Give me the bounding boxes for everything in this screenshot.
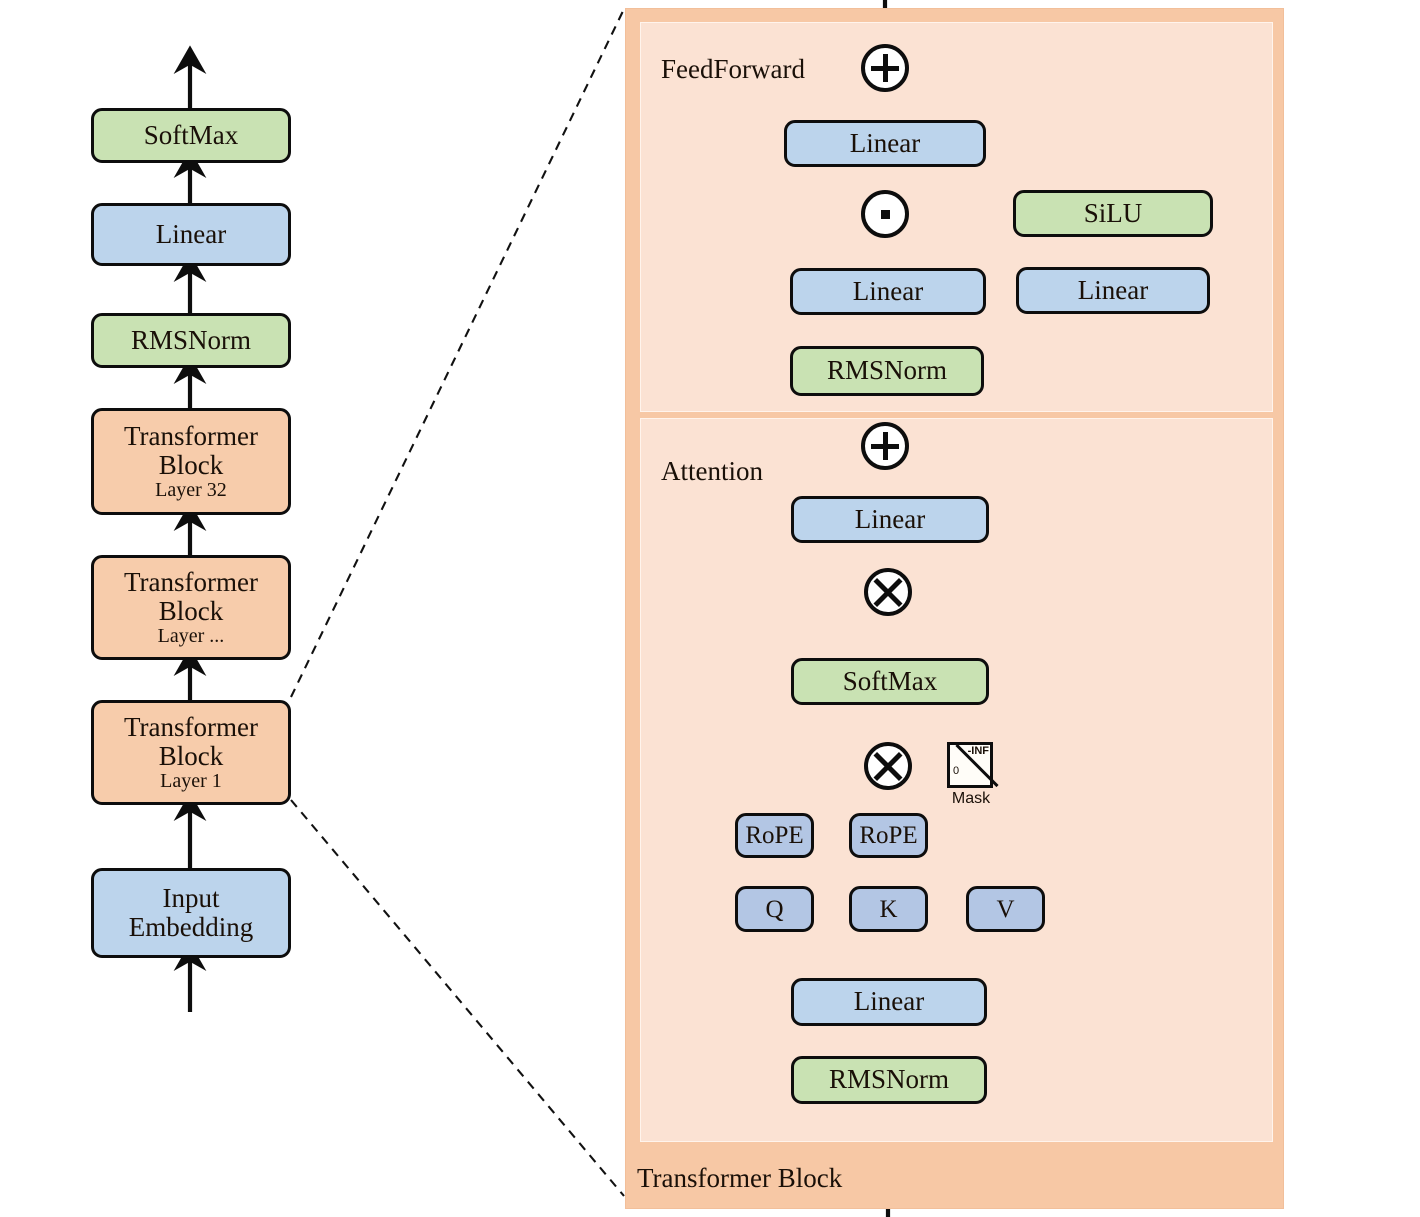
node-label: Linear (854, 503, 926, 534)
node-label: RoPE (859, 822, 918, 849)
attn-value[interactable]: V (966, 886, 1045, 932)
stack-node-input-embedding[interactable]: Input Embedding (91, 868, 291, 958)
node-label: Transformer Block (124, 566, 258, 626)
causal-mask[interactable]: -INF 0 Mask (947, 742, 999, 814)
attention-panel-label: Attention (661, 456, 763, 486)
mask-label: Mask (951, 790, 991, 807)
node-label: SoftMax (143, 119, 239, 150)
attn-rope-key[interactable]: RoPE (849, 813, 928, 858)
multiply-op-attention-scores[interactable] (864, 742, 912, 790)
node-label: Input Embedding (128, 882, 254, 942)
node-sublabel: Layer ... (157, 624, 225, 647)
node-label: Linear (849, 127, 921, 158)
stack-node-transformer-block-32[interactable]: Transformer Block Layer 32 (91, 408, 291, 515)
attn-qkv-linear[interactable]: Linear (791, 978, 987, 1026)
multiply-op-feedforward[interactable] (861, 190, 909, 238)
attn-output-linear[interactable]: Linear (791, 496, 989, 543)
node-label: Linear (1077, 274, 1149, 305)
stack-node-transformer-block-mid[interactable]: Transformer Block Layer ... (91, 555, 291, 660)
node-label: V (996, 895, 1015, 923)
attn-rope-query[interactable]: RoPE (735, 813, 814, 858)
stack-node-linear[interactable]: Linear (91, 203, 291, 266)
dot-product-icon (880, 209, 890, 219)
stack-node-transformer-block-1[interactable]: Transformer Block Layer 1 (91, 700, 291, 805)
plus-icon-vertical (882, 54, 888, 82)
node-label: Transformer Block (124, 420, 258, 480)
node-label: Linear (852, 275, 924, 306)
node-label: SoftMax (842, 665, 938, 696)
node-label: Linear (853, 986, 925, 1017)
node-label: RMSNorm (130, 324, 252, 355)
mask-lower-value: 0 (953, 765, 960, 777)
plus-icon-vertical (882, 432, 888, 460)
attn-softmax[interactable]: SoftMax (791, 658, 989, 705)
stack-node-softmax[interactable]: SoftMax (91, 108, 291, 163)
ff-up-linear[interactable]: Linear (1016, 267, 1210, 314)
node-label: RMSNorm (828, 1064, 950, 1095)
node-label: RMSNorm (826, 355, 948, 386)
ff-rmsnorm[interactable]: RMSNorm (790, 346, 984, 396)
node-label: Q (765, 895, 784, 923)
ff-silu[interactable]: SiLU (1013, 190, 1213, 237)
mask-upper-value: -INF (967, 745, 989, 757)
node-label: RoPE (745, 822, 804, 849)
feedforward-panel-label: FeedForward (661, 54, 805, 84)
node-label: Linear (155, 218, 227, 249)
attn-rmsnorm[interactable]: RMSNorm (791, 1056, 987, 1104)
attn-key[interactable]: K (849, 886, 928, 932)
node-label: SiLU (1083, 197, 1143, 228)
transformer-block-label: Transformer Block (637, 1163, 843, 1193)
node-label: K (879, 895, 898, 923)
add-op-attention[interactable] (861, 422, 909, 470)
node-label: Transformer Block (124, 711, 258, 771)
mask-icon: -INF 0 (947, 742, 999, 788)
stack-node-rmsnorm[interactable]: RMSNorm (91, 313, 291, 368)
multiply-op-attention-values[interactable] (864, 568, 912, 616)
add-op-feedforward[interactable] (861, 44, 909, 92)
node-sublabel: Layer 32 (155, 478, 227, 501)
ff-gate-linear[interactable]: Linear (790, 268, 986, 315)
node-sublabel: Layer 1 (160, 769, 222, 792)
attn-query[interactable]: Q (735, 886, 814, 932)
ff-output-linear[interactable]: Linear (784, 120, 986, 167)
model-overview-stack: SoftMax Linear RMSNorm Transformer Block… (0, 0, 400, 1217)
